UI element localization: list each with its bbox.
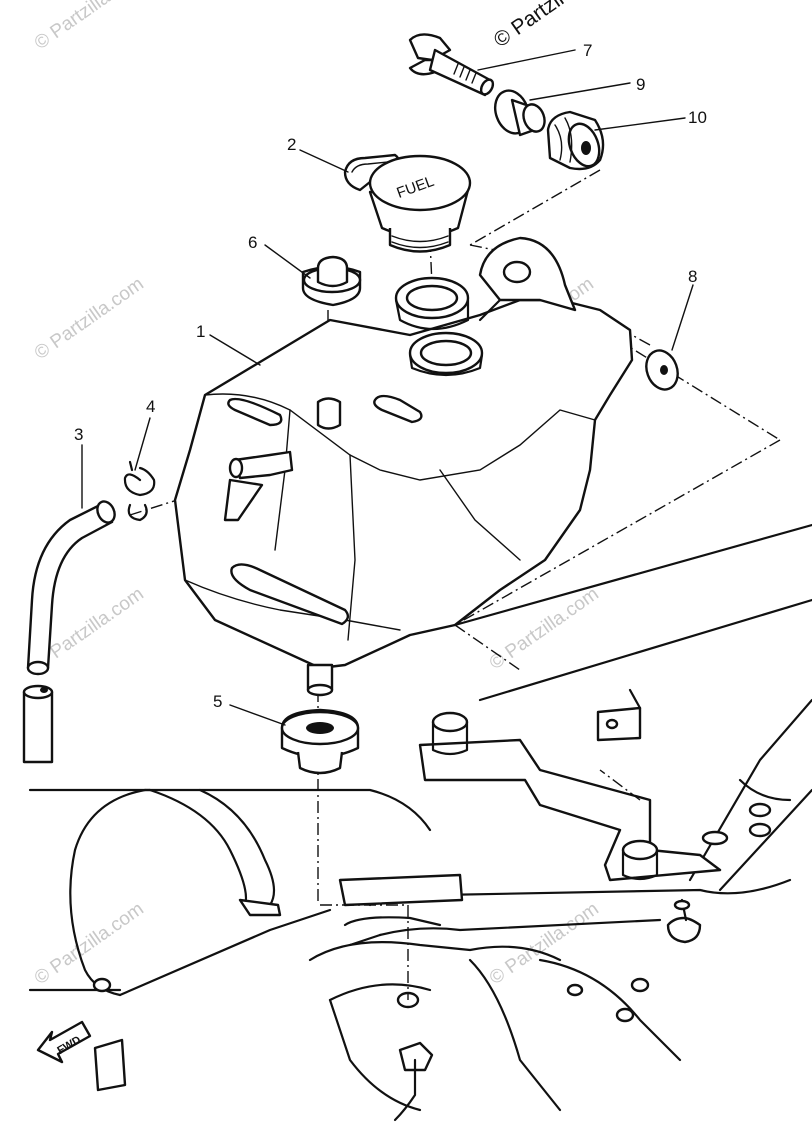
callout-10: 10 (688, 108, 707, 127)
wing-bolt (408, 33, 495, 97)
callout-9: 9 (636, 75, 645, 94)
collar (493, 89, 546, 137)
watermark: © Partzilla.com (31, 0, 148, 54)
callout-2: 2 (287, 135, 296, 154)
callouts: 1 2 3 4 5 6 7 8 9 10 (74, 41, 707, 711)
callout-4: 4 (146, 397, 155, 416)
callout-3: 3 (74, 425, 83, 444)
damper (546, 110, 605, 171)
lower-grommet (280, 708, 360, 775)
callout-7: 7 (583, 41, 592, 60)
watermark-top: © Partzil (490, 0, 568, 52)
callout-8: 8 (688, 267, 697, 286)
upper-grommet (301, 255, 362, 307)
fuel-hose (22, 500, 116, 764)
watermark: © Partzilla.com (31, 273, 148, 364)
washer (645, 349, 679, 391)
callout-6: 6 (248, 233, 257, 252)
hose-clip (123, 460, 156, 522)
leader-lines (81, 49, 694, 726)
frame-background (28, 523, 812, 1122)
callout-5: 5 (213, 692, 222, 711)
fwd-arrow: FWD (36, 1020, 92, 1064)
fuel-tank (173, 236, 634, 697)
fuel-cap: FUEL (343, 153, 472, 253)
callout-1: 1 (196, 322, 205, 341)
